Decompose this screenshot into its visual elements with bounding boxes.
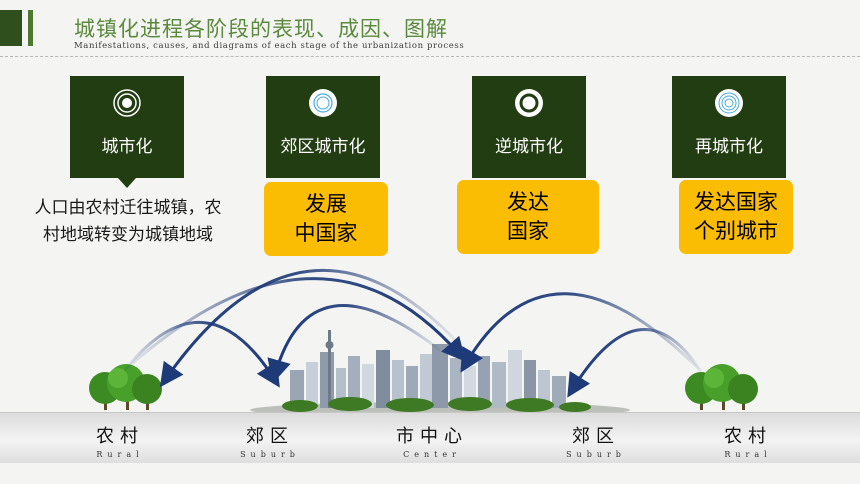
box-line: 发展	[305, 192, 347, 216]
urbanization-description: 人口由农村迁往城镇，农 村地域转变为城镇地域	[8, 195, 248, 249]
stage-card-urbanization: 城市化	[70, 76, 184, 188]
box-developed-individual-cities: 发达国家个别城市	[679, 180, 793, 254]
box-developing-countries: 发展中国家	[264, 182, 388, 256]
city-greenery	[282, 397, 591, 412]
arrow-rural-right-to-center	[460, 292, 702, 373]
arrow-center-to-rural-left	[159, 269, 462, 388]
ground-strip	[0, 412, 860, 463]
tree-group-left	[89, 364, 162, 410]
header-bar-dark	[0, 10, 22, 46]
box-line: 发达	[507, 190, 549, 214]
ring-icon	[515, 89, 543, 117]
tree-group-right	[685, 364, 758, 410]
arrow-center-to-suburb-left	[267, 304, 442, 384]
place-cn: 农村	[724, 426, 772, 447]
description-line: 村地域转变为城镇地域	[43, 225, 213, 245]
place-label-rural-left: 农村 Rural	[60, 422, 180, 459]
box-line: 国家	[507, 219, 549, 243]
place-cn: 市中心	[396, 426, 468, 447]
box-line: 个别城市	[694, 219, 778, 243]
place-cn: 郊区	[572, 426, 620, 447]
migration-arrows	[123, 269, 702, 398]
concentric-circles-icon	[309, 89, 337, 117]
place-en: Rural	[96, 450, 144, 459]
place-label-rural-right: 农村 Rural	[688, 422, 808, 459]
ripple-circles-icon	[715, 89, 743, 117]
header-divider	[0, 56, 860, 57]
place-label-suburb-right: 郊区 Suburb	[536, 422, 656, 459]
target-rings-icon	[113, 89, 141, 117]
place-en: Suburb	[566, 450, 626, 459]
place-cn: 农村	[96, 426, 144, 447]
stage-card-reurbanization: 再城市化	[672, 76, 786, 178]
arrow-rural-to-center	[123, 277, 466, 372]
description-line: 人口由农村迁往城镇，农	[34, 198, 222, 218]
page-title: 城镇化进程各阶段的表现、成因、图解	[74, 17, 448, 41]
place-en: Center	[403, 450, 461, 459]
box-line: 中国家	[294, 221, 358, 245]
place-label-suburb-left: 郊区 Suburb	[210, 422, 330, 459]
stage-label: 郊区城市化	[280, 137, 366, 157]
stage-card-suburbanization: 郊区城市化	[266, 76, 380, 178]
city-skyline	[290, 330, 566, 408]
arrow-rural-right-to-suburb	[567, 328, 702, 398]
stage-card-counterurbanization: 逆城市化	[472, 76, 586, 178]
stage-label: 城市化	[101, 137, 153, 157]
place-cn: 郊区	[246, 426, 294, 447]
stage-label: 再城市化	[695, 137, 763, 157]
header-bar-light	[28, 10, 33, 46]
place-label-center: 市中心 Center	[372, 422, 492, 459]
box-line: 发达国家	[694, 190, 778, 214]
arrow-rural-to-suburb-left	[123, 320, 280, 388]
stage-label: 逆城市化	[495, 137, 563, 157]
stage-pointer	[118, 178, 136, 188]
place-en: Rural	[724, 450, 772, 459]
box-developed-countries: 发达国家	[457, 180, 599, 254]
place-en: Suburb	[240, 450, 300, 459]
page-subtitle: Manifestations, causes, and diagrams of …	[74, 41, 465, 51]
